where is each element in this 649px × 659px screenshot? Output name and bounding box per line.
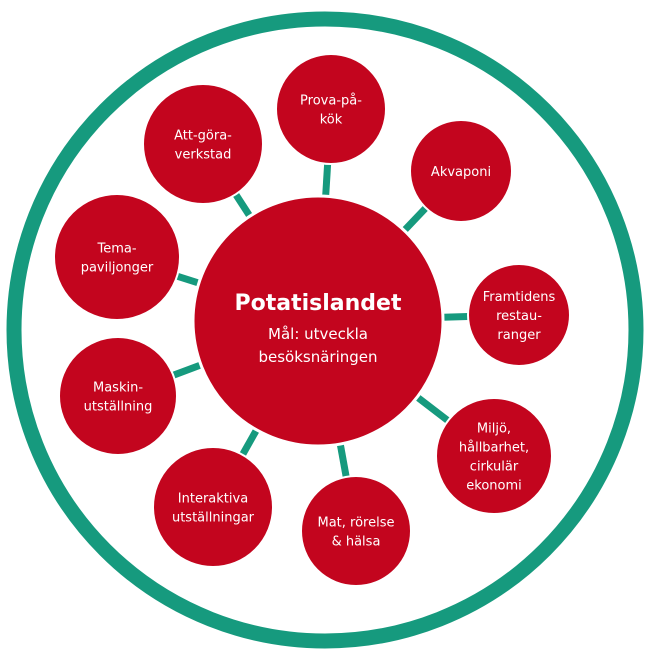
node-circle-maskin-utstallning — [58, 336, 178, 456]
node-circle-mat-rorelse-halsa — [300, 475, 412, 587]
node-label-framtidens-restauranger-0: Framtidens — [483, 290, 556, 305]
node-label-maskin-utstallning-1: utställning — [84, 400, 153, 415]
outer-ring — [6, 11, 644, 649]
node-circle-att-gora-verkstad — [142, 83, 264, 205]
node-miljo: Miljö, hållbarhet, cirkulär ekonomi — [435, 397, 553, 515]
node-label-interaktiva-utstallningar-0: Interaktiva — [178, 492, 248, 507]
connector-prova-pa-kok — [321, 159, 332, 201]
node-circle-framtidens-restauranger — [467, 263, 571, 367]
node-label-miljo-3: ekonomi — [466, 479, 522, 494]
connector-interaktiva-utstallningar — [237, 424, 262, 460]
node-label-miljo-0: Miljö, — [477, 422, 511, 437]
node-label-tema-paviljonger-0: Tema- — [96, 242, 136, 257]
node-label-maskin-utstallning-0: Maskin- — [93, 381, 143, 396]
node-label-prova-pa-kok-0: Prova-på- — [300, 94, 362, 109]
node-label-akvaponi-0: Akvaponi — [431, 165, 491, 180]
center-circle — [191, 194, 445, 448]
node-prova-pa-kok: Prova-på-kök — [275, 53, 387, 165]
node-akvaponi: Akvaponi — [409, 119, 513, 223]
node-label-framtidens-restauranger-2: ranger — [497, 328, 541, 343]
node-label-mat-rorelse-halsa-0: Mat, rörelse — [318, 516, 395, 531]
node-framtidens-restauranger: Framtidens restau-ranger — [467, 263, 571, 367]
center-subtitle-line-1: Mål: utveckla — [268, 325, 368, 343]
node-circle-akvaponi — [409, 119, 513, 223]
node-mat-rorelse-halsa: Mat, rörelse & hälsa — [300, 475, 412, 587]
node-tema-paviljonger: Tema-paviljonger — [53, 193, 181, 321]
node-label-mat-rorelse-halsa-1: & hälsa — [332, 535, 381, 550]
connector-att-gora-verkstad — [230, 189, 256, 222]
node-label-miljo-2: cirkulär — [470, 460, 519, 475]
center-node: Potatislandet Mål: utveckla besöksnäring… — [191, 194, 445, 448]
connector-framtidens-restauranger — [438, 312, 473, 321]
node-circle-interaktiva-utstallningar — [152, 446, 274, 568]
connector-mat-rorelse-halsa — [336, 439, 351, 482]
node-att-gora-verkstad: Att-göra-verkstad — [142, 83, 264, 205]
center-subtitle-line-2: besöksnäringen — [258, 348, 377, 366]
node-label-att-gora-verkstad-0: Att-göra- — [174, 129, 232, 144]
connector-miljo — [411, 391, 454, 426]
center-title: Potatislandet — [235, 291, 402, 316]
node-circle-miljo — [435, 397, 553, 515]
node-circle-tema-paviljonger — [53, 193, 181, 321]
node-label-tema-paviljonger-1: paviljonger — [81, 261, 154, 276]
node-label-att-gora-verkstad-1: verkstad — [175, 148, 232, 163]
node-maskin-utstallning: Maskin-utställning — [58, 336, 178, 456]
node-label-prova-pa-kok-1: kök — [320, 113, 343, 128]
connector-maskin-utstallning — [168, 360, 206, 380]
connector-akvaponi — [398, 202, 432, 236]
node-label-framtidens-restauranger-1: restau- — [496, 309, 542, 324]
node-label-miljo-1: hållbarhet, — [459, 441, 529, 456]
node-circle-prova-pa-kok — [275, 53, 387, 165]
node-label-interaktiva-utstallningar-1: utställningar — [172, 511, 255, 526]
node-interaktiva-utstallningar: Interaktiva utställningar — [152, 446, 274, 568]
